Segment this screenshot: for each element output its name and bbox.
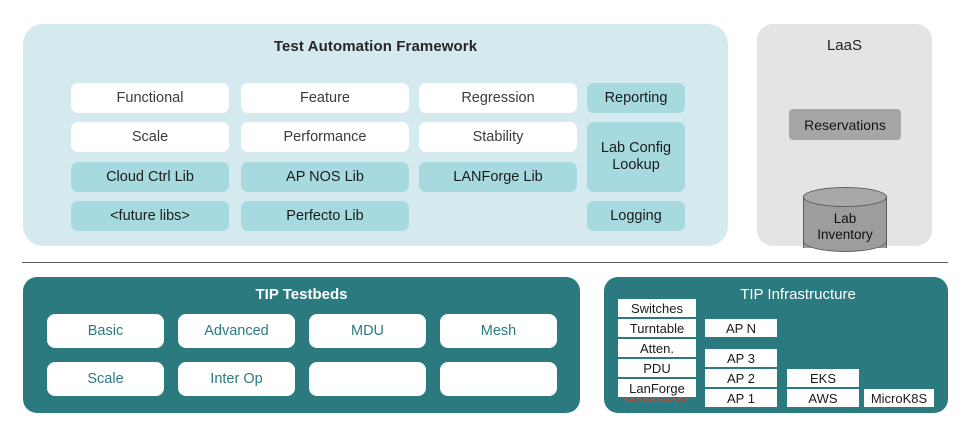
taf-chip-logging[interactable]: Logging	[587, 201, 685, 231]
taf-chip-perfecto-lib[interactable]: Perfecto Lib	[241, 201, 409, 231]
taf-chip-stability[interactable]: Stability	[419, 122, 577, 152]
testbed-cell-empty-2[interactable]	[440, 362, 557, 396]
taf-chip-functional[interactable]: Functional	[71, 83, 229, 113]
taf-panel-title: Test Automation Framework	[273, 38, 478, 55]
testbed-cell-mdu[interactable]: MDU	[309, 314, 426, 348]
cylinder-top	[803, 187, 887, 207]
taf-chip-cloud-ctrl-lib[interactable]: Cloud Ctrl Lib	[71, 162, 229, 192]
infra-box-turntable[interactable]: Turntable	[618, 319, 696, 337]
infra-box-ap-n[interactable]: AP N	[705, 319, 777, 337]
testbed-cell-scale[interactable]: Scale	[47, 362, 164, 396]
infra-box-ap-1[interactable]: AP 1	[705, 389, 777, 407]
taf-chip-ap-nos-lib[interactable]: AP NOS Lib	[241, 162, 409, 192]
infra-box-microk8s[interactable]: MicroK8S	[864, 389, 934, 407]
infra-box-ap-2[interactable]: AP 2	[705, 369, 777, 387]
infra-box-switches[interactable]: Switches	[618, 299, 696, 317]
taf-chip-lanforge-lib[interactable]: LANForge Lib	[419, 162, 577, 192]
infra-box-pdu[interactable]: PDU	[618, 359, 696, 377]
tip-testbeds-panel: TIP Testbeds Basic Advanced MDU Mesh Sca…	[23, 277, 580, 413]
testbed-cell-basic[interactable]: Basic	[47, 314, 164, 348]
taf-chip-regression[interactable]: Regression	[419, 83, 577, 113]
taf-chip-performance[interactable]: Performance	[241, 122, 409, 152]
testbed-cell-inter-op[interactable]: Inter Op	[178, 362, 295, 396]
taf-chip-reporting[interactable]: Reporting	[587, 83, 685, 113]
lab-inventory-database-icon[interactable]: Lab Inventory	[803, 187, 887, 257]
lab-inventory-label: Lab Inventory	[817, 211, 873, 242]
testbed-cell-mesh[interactable]: Mesh	[440, 314, 557, 348]
testbed-cell-empty-1[interactable]	[309, 362, 426, 396]
test-automation-framework-panel: Test Automation Framework Functional Fea…	[23, 24, 728, 246]
tip-infrastructure-title: TIP Infrastructure	[740, 286, 856, 303]
infra-box-ap-3[interactable]: AP 3	[705, 349, 777, 367]
spellcheck-squiggle-icon	[624, 398, 690, 401]
infra-box-lanforge[interactable]: LanForge	[618, 379, 696, 401]
infra-box-eks[interactable]: EKS	[787, 369, 859, 387]
section-divider	[22, 262, 948, 263]
laas-reservations-box[interactable]: Reservations	[789, 109, 901, 140]
taf-chip-feature[interactable]: Feature	[241, 83, 409, 113]
testbed-cell-advanced[interactable]: Advanced	[178, 314, 295, 348]
laas-panel-title: LaaS	[826, 37, 863, 54]
taf-chip-future-libs[interactable]: <future libs>	[71, 201, 229, 231]
taf-chip-lab-config-lookup[interactable]: Lab Config Lookup	[587, 122, 685, 192]
laas-panel: LaaS Reservations Lab Inventory	[757, 24, 932, 252]
tip-infrastructure-panel: TIP Infrastructure Switches Turntable At…	[604, 277, 948, 413]
infra-box-aws[interactable]: AWS	[787, 389, 859, 407]
infra-box-atten[interactable]: Atten.	[618, 339, 696, 357]
taf-chip-scale[interactable]: Scale	[71, 122, 229, 152]
cylinder-bottom	[803, 230, 887, 252]
tip-testbeds-title: TIP Testbeds	[255, 286, 348, 303]
